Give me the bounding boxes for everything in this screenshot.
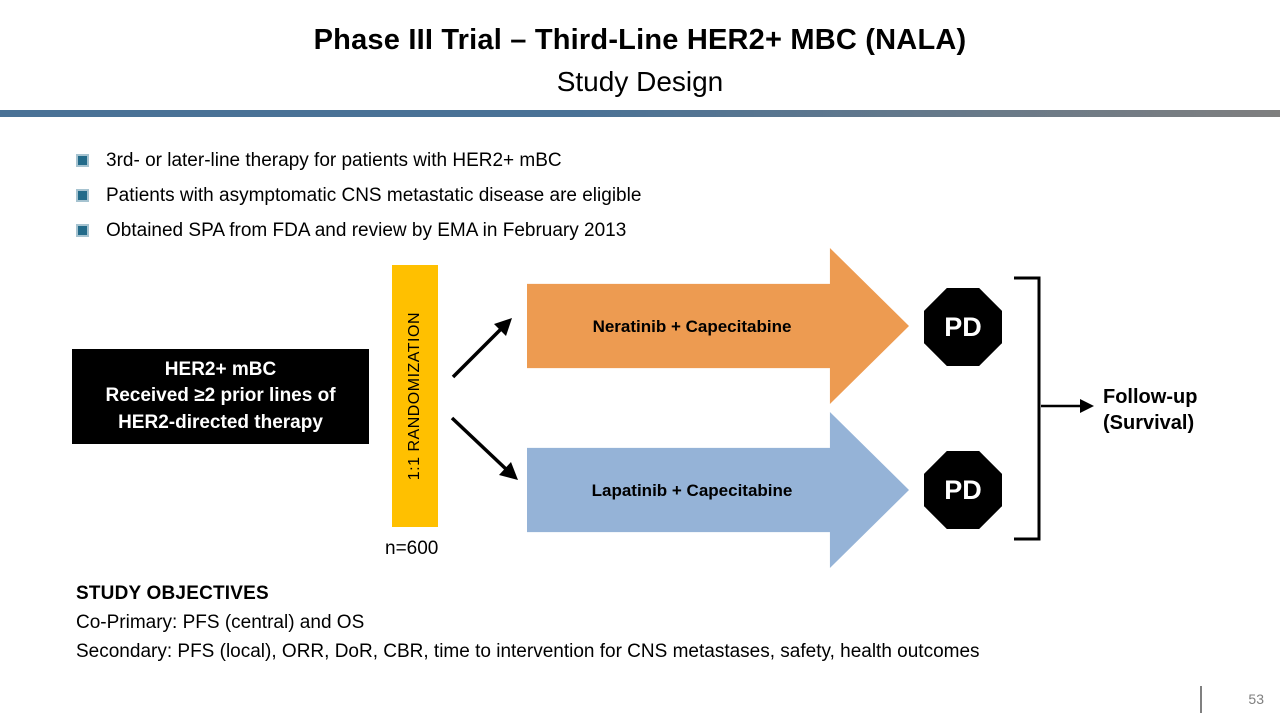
pd-stop-sign: PD (924, 451, 1002, 529)
bullet-text: 3rd- or later-line therapy for patients … (106, 150, 562, 171)
square-bullet-icon (76, 224, 89, 237)
bracket-icon (1014, 276, 1041, 541)
randomization-label: 1:1 RANDOMIZATION (406, 311, 423, 481)
bullet-text: Patients with asymptomatic CNS metastati… (106, 185, 642, 206)
arm1-label: Neratinib + Capecitabine (592, 316, 792, 336)
bullet-text: Obtained SPA from FDA and review by EMA … (106, 220, 627, 241)
header-divider (0, 110, 1280, 117)
randomize-arrow-top-icon (451, 318, 512, 379)
objectives-secondary: Secondary: PFS (local), ORR, DoR, CBR, t… (76, 641, 980, 662)
list-item: 3rd- or later-line therapy for patients … (76, 149, 641, 172)
square-bullet-icon (76, 154, 89, 167)
list-item: Patients with asymptomatic CNS metastati… (76, 184, 641, 207)
pd-label: PD (944, 311, 982, 342)
study-objectives: STUDY OBJECTIVES Co-Primary: PFS (centra… (76, 579, 980, 666)
sample-size-label: n=600 (385, 538, 439, 559)
patient-box-line: HER2-directed therapy (118, 411, 323, 433)
randomization-bar: 1:1 RANDOMIZATION (392, 265, 438, 527)
slide-subtitle: Study Design (556, 66, 724, 97)
followup-line: (Survival) (1103, 412, 1195, 434)
objectives-heading: STUDY OBJECTIVES (76, 583, 269, 604)
square-bullet-icon (76, 189, 89, 202)
followup-label: Follow-up (Survival) (1103, 384, 1197, 436)
footer-divider (1200, 686, 1202, 713)
page-number: 53 (1248, 691, 1264, 707)
pd-label: PD (944, 474, 982, 505)
randomize-arrow-bottom-icon (450, 416, 518, 480)
slide-title: Phase III Trial – Third-Line HER2+ MBC (… (313, 24, 967, 56)
followup-line: Follow-up (1103, 386, 1198, 408)
list-item: Obtained SPA from FDA and review by EMA … (76, 219, 641, 242)
patient-population-box: HER2+ mBC Received ≥2 prior lines of HER… (72, 349, 369, 444)
patient-box-line: HER2+ mBC (164, 358, 277, 380)
arm2-label: Lapatinib + Capecitabine (591, 480, 793, 500)
pd-stop-sign: PD (924, 288, 1002, 366)
patient-box-line: Received ≥2 prior lines of (105, 385, 336, 407)
objectives-co-primary: Co-Primary: PFS (central) and OS (76, 612, 365, 633)
followup-arrow-icon (1041, 399, 1094, 413)
bullet-list: 3rd- or later-line therapy for patients … (76, 149, 641, 254)
